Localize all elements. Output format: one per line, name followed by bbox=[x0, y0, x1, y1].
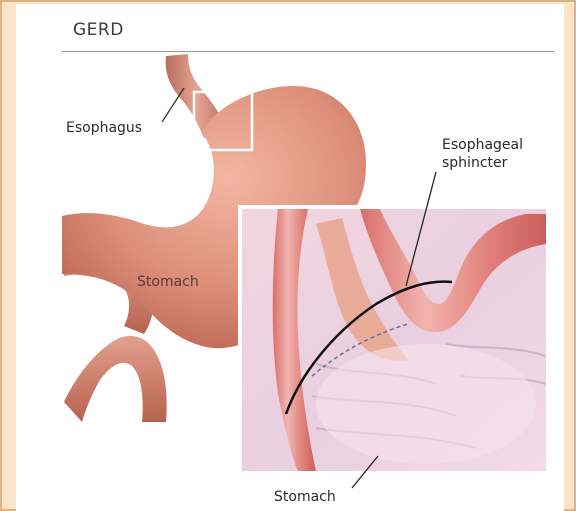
label-stomach-main: Stomach bbox=[137, 274, 199, 290]
figure-panel: GERD bbox=[16, 4, 564, 511]
stomach-lining-highlight bbox=[316, 344, 536, 464]
gerd-illustration bbox=[16, 4, 564, 511]
intestine-shape bbox=[64, 336, 167, 422]
label-esophageal-sphincter-line2: sphincter bbox=[442, 155, 507, 171]
label-esophagus: Esophagus bbox=[66, 120, 142, 136]
label-stomach-inset: Stomach bbox=[274, 489, 336, 505]
esophagus-leader-line bbox=[162, 88, 184, 122]
label-esophageal-sphincter-line1: Esophageal bbox=[442, 137, 523, 153]
